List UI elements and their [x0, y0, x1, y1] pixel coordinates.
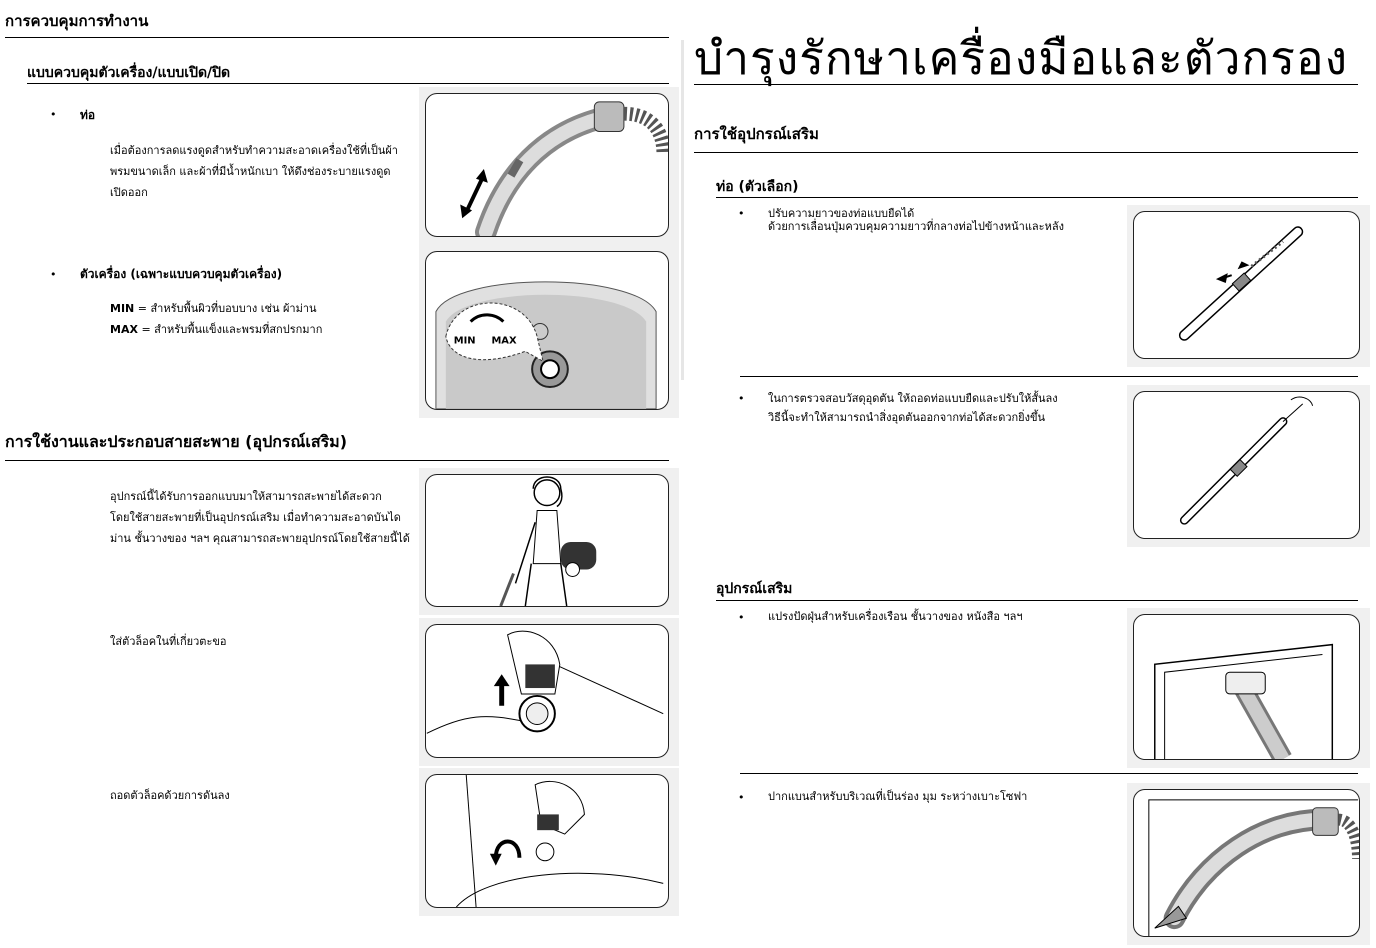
subsection-title-body-control: แบบควบคุมตัวเครื่อง/แบบเปิด/ปิด: [27, 65, 231, 81]
section-title-strap: การใช้งานและประกอบสายสะพาย (อุปกรณ์เสริม…: [5, 432, 348, 451]
min-key: MIN: [110, 302, 135, 315]
crevice-tool-illustration: [1148, 799, 1359, 936]
pipe-item2-line: ในการตรวจสอบวัสดุอุดตัน ให้ถอดท่อแบบยืดแ…: [768, 392, 1058, 405]
body-label: ตัวเครื่อง (เฉพาะแบบควบคุมตัวเครื่อง): [80, 267, 283, 281]
figure-telescopic-pipe: [1127, 205, 1370, 367]
item-rule: [740, 376, 1358, 377]
min-line: MIN = สำหรับพื้นผิวที่บอบบาง เช่น ผ้าม่า…: [110, 298, 322, 319]
subsection-title-pipe: ท่อ (ตัวเลือก): [716, 179, 799, 195]
bullet: •: [738, 791, 745, 804]
telescopic-pipe-illustration: [1178, 226, 1304, 341]
acc-item1-desc: แปรงปัดฝุ่นสำหรับเครื่องเรือน ชั้นวางของ…: [768, 610, 1023, 623]
pipe-desc-line: พรมขนาดเล็ก และผ้าที่มีน้ำหนักเบา ให้ดึง…: [110, 165, 391, 178]
pipe-desc-line: เปิดออก: [110, 186, 148, 199]
min-max-desc: MIN = สำหรับพื้นผิวที่บอบบาง เช่น ผ้าม่า…: [110, 298, 322, 340]
figure-hook-lock: [419, 618, 679, 766]
subsection-rule: [716, 197, 1358, 198]
acc-item2-desc: ปากแบนสำหรับบริเวณที่เป็นร่อง มุม ระหว่า…: [768, 790, 1028, 803]
bullet: •: [50, 108, 57, 121]
section-rule: [5, 37, 669, 38]
section-title-control: การควบคุมการทำงาน: [5, 12, 149, 30]
pipe-item2-desc: ในการตรวจสอบวัสดุอุดตัน ให้ถอดท่อแบบยืดแ…: [768, 388, 1058, 428]
push-desc: ถอดตัวล็อคด้วยการดันลง: [110, 789, 230, 802]
max-line: MAX = สำหรับพื้นแข็งและพรมที่สกปรกมาก: [110, 319, 322, 340]
figure-short-pipe: [1127, 385, 1370, 547]
subsection-rule: [716, 600, 1358, 601]
push-illustration: [456, 775, 664, 907]
strap-desc-line: ม่าน ชั้นวางของ ฯลฯ คุณสามารถสะพายอุปกรณ…: [110, 532, 410, 545]
strap-desc: อุปกรณ์นี้ได้รับการออกแบบมาให้สามารถสะพา…: [110, 486, 410, 549]
figure-dust-brush: [1127, 608, 1370, 768]
pipe-vent-illustration: [460, 101, 668, 236]
bullet: •: [738, 611, 745, 624]
figure-crevice-tool: [1127, 783, 1370, 945]
pipe-item1-line: ปรับความยาวของท่อแบบยืดได้: [768, 207, 915, 220]
max-text: = สำหรับพื้นแข็งและพรมที่สกปรกมาก: [137, 323, 323, 336]
title-rule: [694, 84, 1358, 85]
strap-desc-line: อุปกรณ์นี้ได้รับการออกแบบมาให้สามารถสะพา…: [110, 490, 382, 503]
dust-brush-illustration: [1154, 643, 1334, 759]
figure-pipe-vent: [419, 87, 679, 245]
bullet: •: [738, 207, 745, 220]
section-rule: [5, 460, 669, 461]
item-rule: [740, 773, 1358, 774]
max-key: MAX: [110, 323, 138, 336]
woman-illustration: [499, 476, 597, 606]
bullet: •: [50, 268, 57, 281]
short-pipe-illustration: [1179, 396, 1314, 525]
subsection-rule: [27, 83, 669, 84]
min-text: = สำหรับพื้นผิวที่บอบบาง เช่น ผ้าม่าน: [134, 302, 317, 315]
figure-push-lock: [419, 768, 679, 916]
figure-strap-woman: [419, 468, 679, 615]
bullet: •: [738, 392, 745, 405]
section-rule: [694, 152, 1358, 153]
figure-body-dial: MIN MAX: [419, 245, 679, 418]
pipe-item1-desc: ปรับความยาวของท่อแบบยืดได้ ด้วยการเลื่อน…: [768, 203, 1064, 237]
subsection-title-accessories: อุปกรณ์เสริม: [716, 581, 793, 597]
dial-illustration: MIN MAX: [435, 281, 657, 409]
hook-desc: ใส่ตัวล็อคในที่เกี่ยวตะขอ: [110, 635, 227, 648]
section-title-accessories: การใช้อุปกรณ์เสริม: [694, 125, 819, 143]
page-title-maintenance: บำรุงรักษาเครื่องมือและตัวกรอง: [694, 31, 1349, 85]
pipe-item2-line: วิธีนี้จะทำให้สามารถนำสิ่งอุดตันออกจากท่…: [768, 411, 1046, 424]
strap-desc-line: โดยใช้สายสะพายที่เป็นอุปกรณ์เสริม เมื่อท…: [110, 511, 401, 524]
dial-max-label: MAX: [491, 335, 517, 346]
pipe-desc: เมื่อต้องการลดแรงดูดสำหรับทำความสะอาดเคร…: [110, 140, 398, 203]
hook-illustration: [426, 630, 664, 734]
column-divider: [681, 40, 684, 380]
pipe-item1-line: ด้วยการเลื่อนปุ่มควบคุมความยาวที่กลางท่อ…: [768, 220, 1064, 233]
dial-min-label: MIN: [454, 335, 476, 346]
pipe-desc-line: เมื่อต้องการลดแรงดูดสำหรับทำความสะอาดเคร…: [110, 144, 398, 157]
pipe-label: ท่อ: [80, 108, 96, 122]
